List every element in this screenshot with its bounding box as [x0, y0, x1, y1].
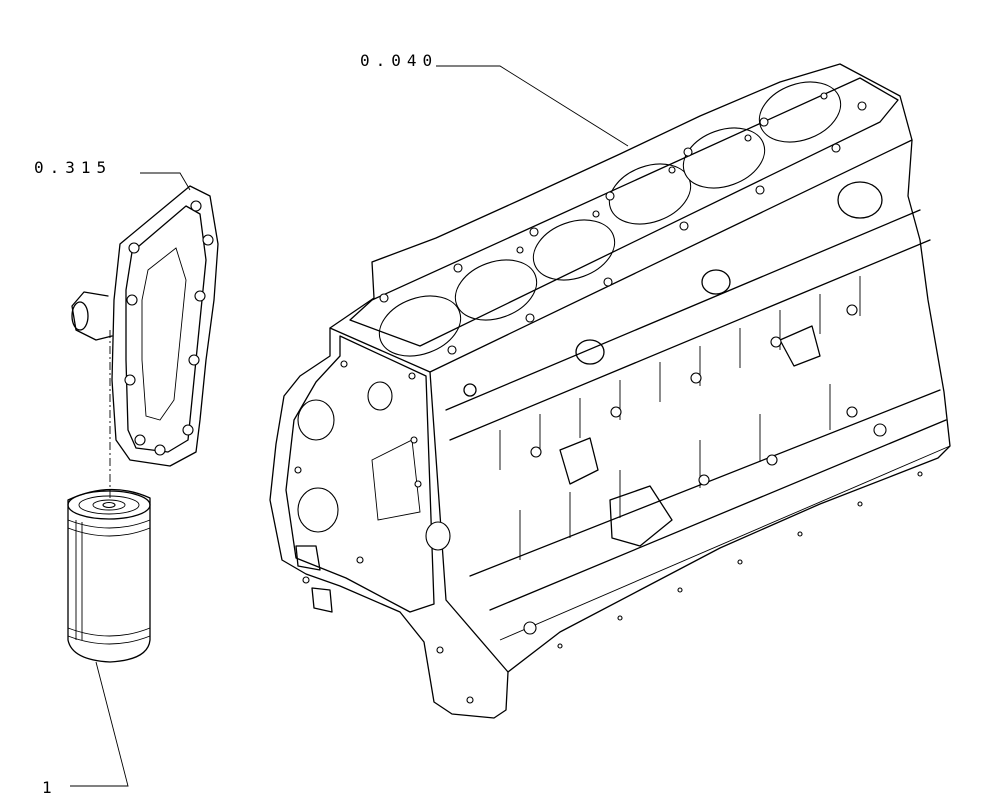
- oil-filter: [67, 488, 151, 663]
- head-gasket: [349, 77, 899, 347]
- callout-label-1: 1: [42, 778, 58, 797]
- leader-line-0040: [436, 65, 629, 147]
- deck-holes: [379, 92, 867, 355]
- leader-line-0315: [140, 172, 191, 191]
- block-side-details: [463, 181, 887, 635]
- front-face-holes: [294, 360, 474, 704]
- leader-line-1: [70, 661, 129, 787]
- callout-label-0315: 0.315: [34, 158, 112, 177]
- callout-label-0040: 0.040: [360, 51, 438, 70]
- cylinder-bores: [378, 81, 842, 357]
- engine-block: [269, 63, 951, 719]
- pan-flange-holes: [557, 471, 923, 649]
- filter-head: [71, 185, 219, 467]
